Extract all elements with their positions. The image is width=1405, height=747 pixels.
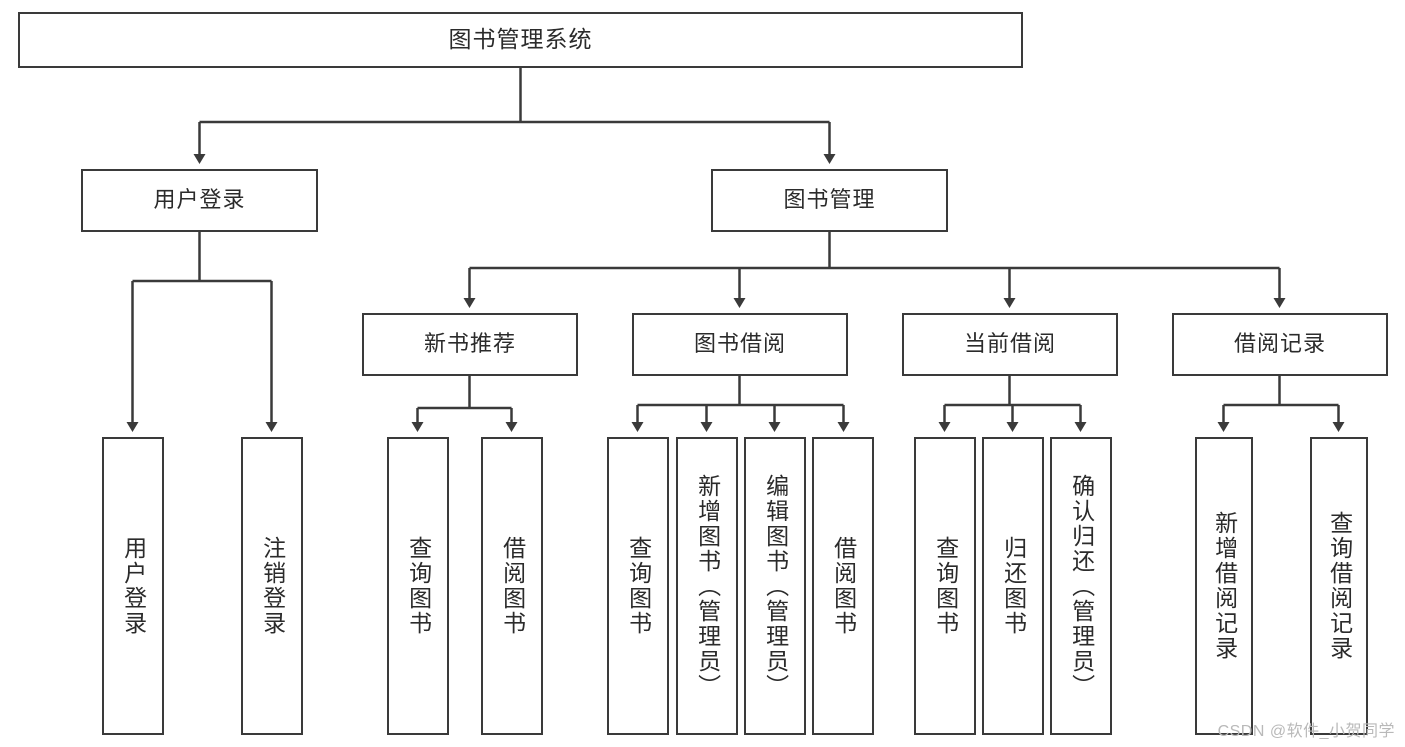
node-borrow-records[interactable]: 借阅记录 — [1172, 313, 1388, 376]
leaf-logout-label: 注销登录 — [259, 536, 286, 636]
leaf-borrow-book[interactable]: 借阅图书 — [812, 437, 874, 735]
node-user-login-label: 用户登录 — [153, 187, 246, 213]
node-book-borrow[interactable]: 图书借阅 — [632, 313, 848, 376]
leaf-add-book-admin[interactable]: 新增图书（管理员） — [676, 437, 738, 735]
leaf-add-borrow-record[interactable]: 新增借阅记录 — [1195, 437, 1253, 735]
leaf-add-borrow-record-label: 新增借阅记录 — [1211, 511, 1238, 661]
node-root-label: 图书管理系统 — [448, 26, 593, 53]
node-current-borrow-label: 当前借阅 — [963, 331, 1056, 357]
leaf-logout[interactable]: 注销登录 — [241, 437, 303, 735]
leaf-query-book-borrow[interactable]: 查询图书 — [607, 437, 669, 735]
leaf-confirm-return-admin[interactable]: 确认归还（管理员） — [1050, 437, 1112, 735]
leaf-edit-book-admin[interactable]: 编辑图书（管理员） — [744, 437, 806, 735]
leaf-borrow-book-recommend-label: 借阅图书 — [499, 536, 526, 636]
node-book-management-label: 图书管理 — [783, 187, 876, 213]
leaf-borrow-book-label: 借阅图书 — [830, 536, 857, 636]
leaf-user-login-label: 用户登录 — [120, 536, 147, 636]
leaf-add-book-admin-label: 新增图书（管理员） — [694, 473, 721, 699]
node-new-book-recommend-label: 新书推荐 — [423, 331, 516, 357]
leaf-confirm-return-admin-label: 确认归还（管理员） — [1068, 473, 1095, 699]
leaf-query-book-recommend-label: 查询图书 — [405, 536, 432, 636]
node-current-borrow[interactable]: 当前借阅 — [902, 313, 1118, 376]
leaf-query-book-current-label: 查询图书 — [932, 536, 959, 636]
leaf-return-book[interactable]: 归还图书 — [982, 437, 1044, 735]
leaf-query-borrow-record-label: 查询借阅记录 — [1326, 511, 1353, 661]
leaf-query-book-current[interactable]: 查询图书 — [914, 437, 976, 735]
node-book-borrow-label: 图书借阅 — [693, 331, 786, 357]
leaf-query-borrow-record[interactable]: 查询借阅记录 — [1310, 437, 1368, 735]
node-book-management[interactable]: 图书管理 — [711, 169, 948, 232]
node-new-book-recommend[interactable]: 新书推荐 — [362, 313, 578, 376]
leaf-query-book-borrow-label: 查询图书 — [625, 536, 652, 636]
leaf-borrow-book-recommend[interactable]: 借阅图书 — [481, 437, 543, 735]
leaf-user-login[interactable]: 用户登录 — [102, 437, 164, 735]
node-root[interactable]: 图书管理系统 — [18, 12, 1023, 68]
leaf-return-book-label: 归还图书 — [1000, 536, 1027, 636]
leaf-query-book-recommend[interactable]: 查询图书 — [387, 437, 449, 735]
node-user-login[interactable]: 用户登录 — [81, 169, 318, 232]
node-borrow-records-label: 借阅记录 — [1233, 331, 1326, 357]
leaf-edit-book-admin-label: 编辑图书（管理员） — [762, 473, 789, 699]
